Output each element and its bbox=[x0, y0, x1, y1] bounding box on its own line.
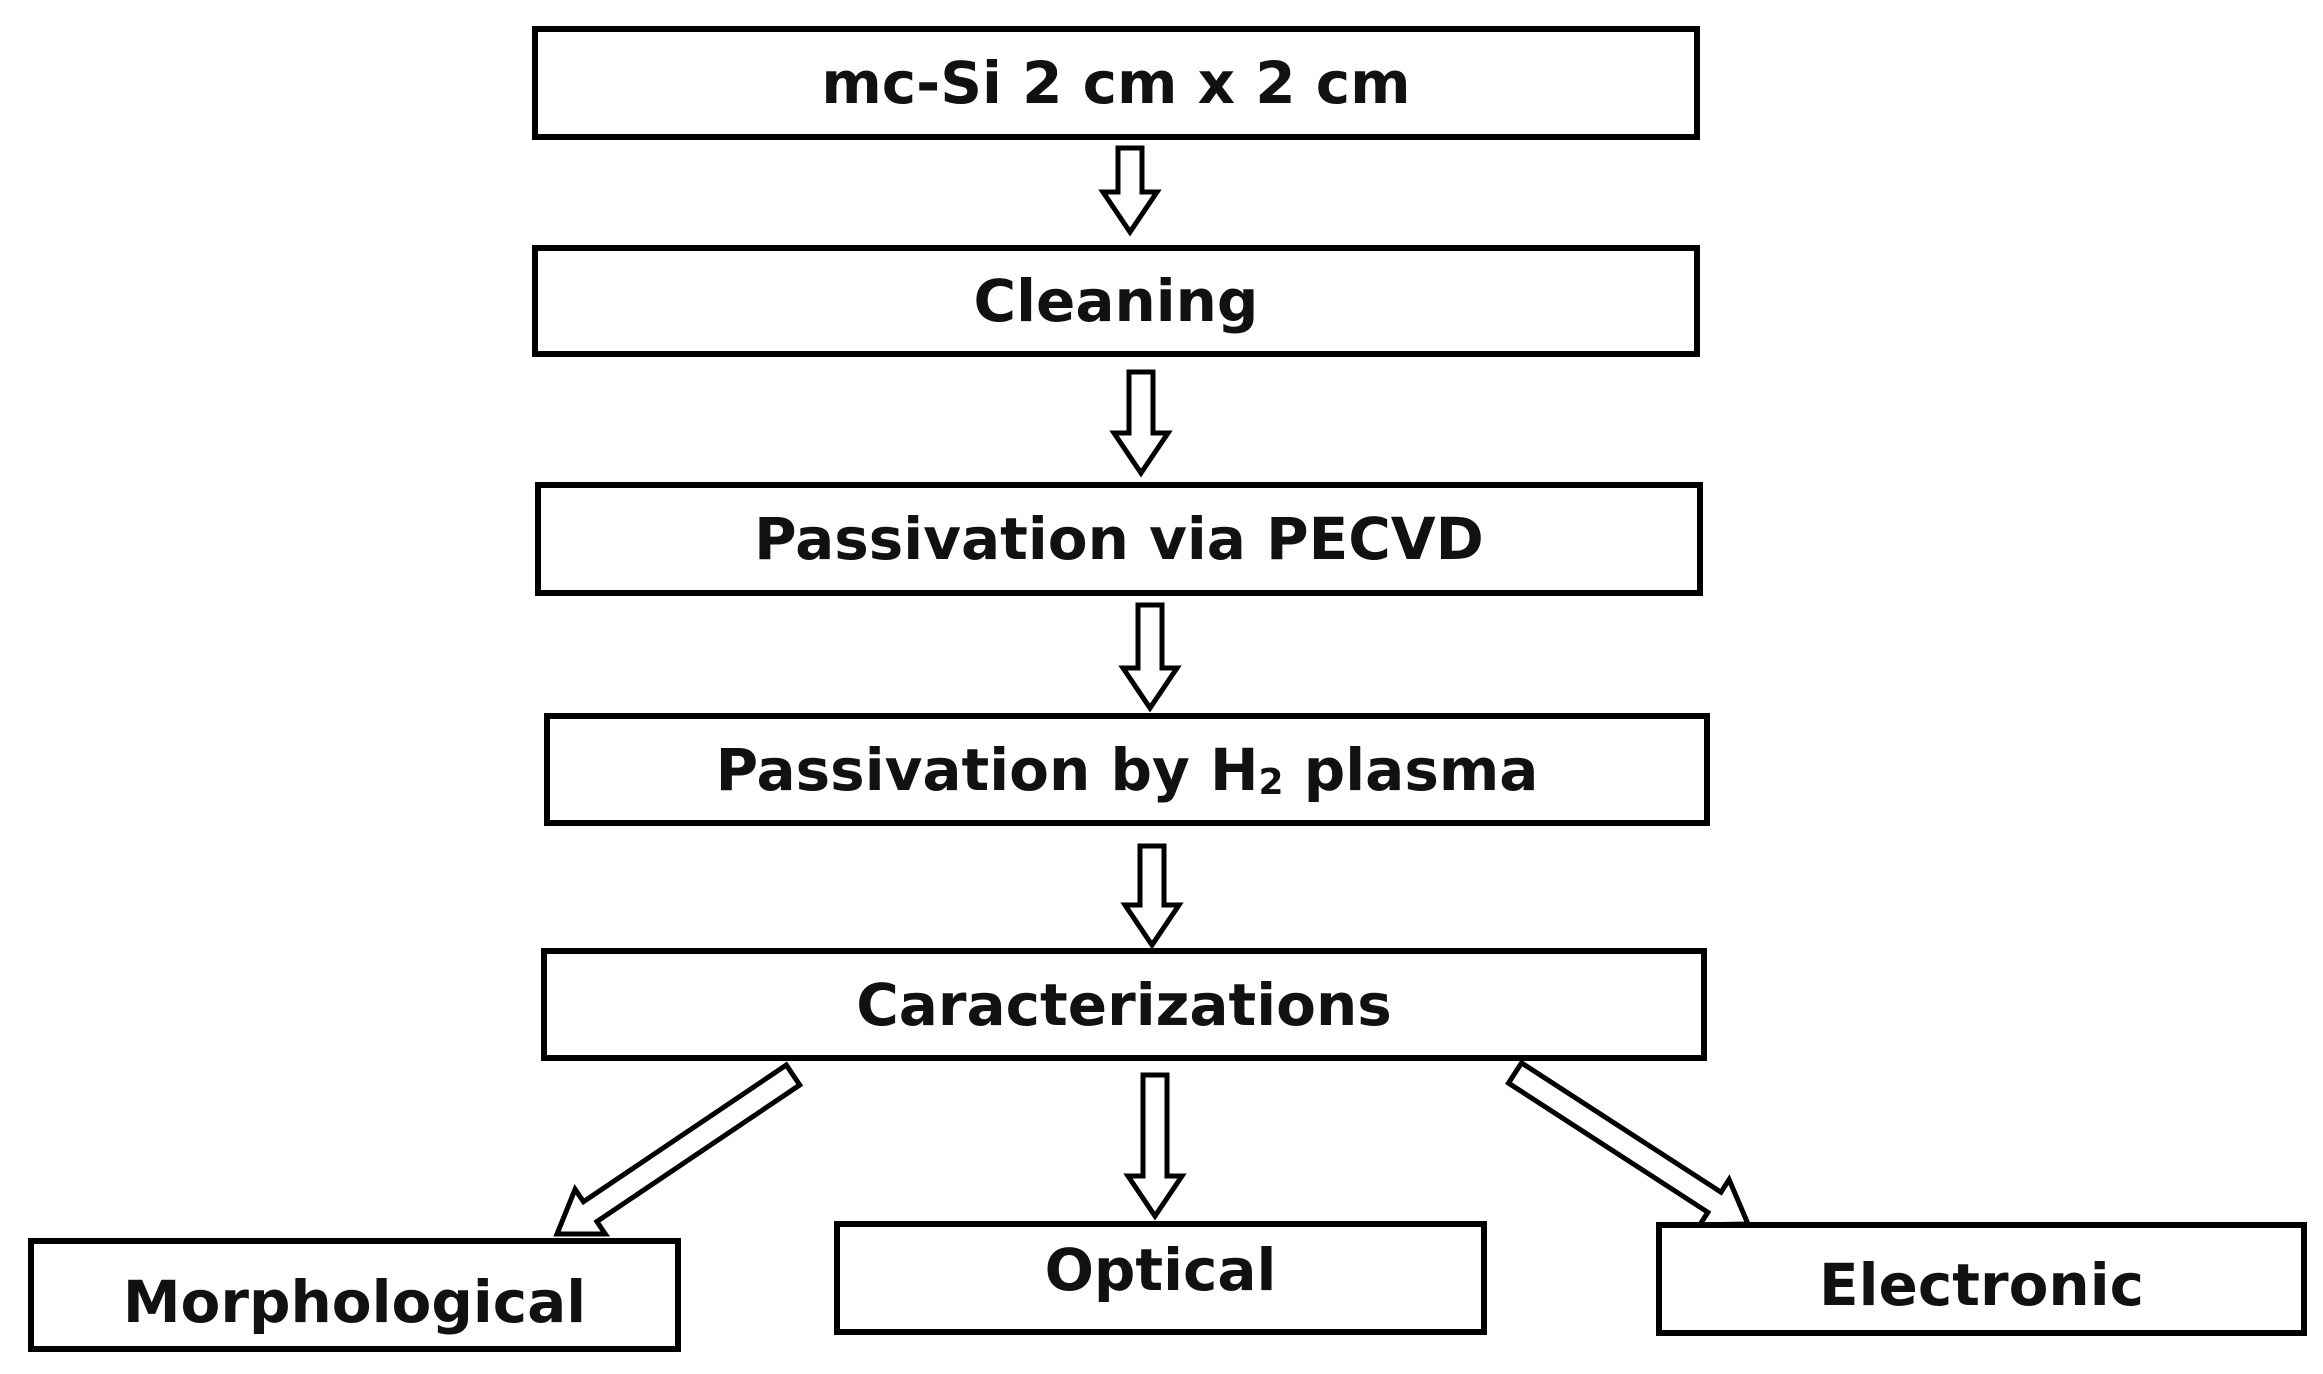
arrow-to-morphological bbox=[553, 1061, 804, 1237]
step-label-h2-part2: plasma bbox=[1283, 735, 1539, 804]
output-box-electronic: Electronic bbox=[1656, 1222, 2307, 1336]
arrow-h2-to-characterizations bbox=[1120, 843, 1184, 950]
arrow-pecvd-to-h2 bbox=[1118, 602, 1182, 713]
arrow-to-electronic bbox=[1505, 1059, 1752, 1228]
output-label-electronic: Electronic bbox=[1819, 1251, 2144, 1319]
output-label-optical: Optical bbox=[1044, 1236, 1277, 1304]
arrow-cleaning-to-pecvd bbox=[1109, 369, 1173, 478]
step-label-sample: mc-Si 2 cm x 2 cm bbox=[821, 49, 1411, 117]
step-label-cleaning: Cleaning bbox=[973, 267, 1259, 335]
step-box-cleaning: Cleaning bbox=[532, 245, 1700, 357]
step-label-h2-plasma: Passivation by H2 plasma bbox=[716, 736, 1539, 804]
arrow-to-optical bbox=[1123, 1072, 1187, 1221]
arrow-sample-to-cleaning bbox=[1098, 145, 1162, 237]
step-label-characterizations: Caracterizations bbox=[856, 970, 1392, 1039]
step-box-pecvd: Passivation via PECVD bbox=[535, 482, 1703, 596]
step-label-pecvd: Passivation via PECVD bbox=[754, 505, 1484, 573]
step-box-sample: mc-Si 2 cm x 2 cm bbox=[532, 26, 1700, 140]
output-box-optical: Optical bbox=[834, 1221, 1487, 1335]
step-box-h2-plasma: Passivation by H2 plasma bbox=[544, 713, 1710, 826]
step-label-h2-part1: Passivation by H bbox=[715, 735, 1259, 804]
output-label-morphological: Morphological bbox=[122, 1268, 587, 1336]
step-label-h2-subscript: 2 bbox=[1258, 761, 1284, 803]
output-box-morphological: Morphological bbox=[28, 1238, 681, 1352]
step-box-characterizations: Caracterizations bbox=[541, 948, 1707, 1061]
